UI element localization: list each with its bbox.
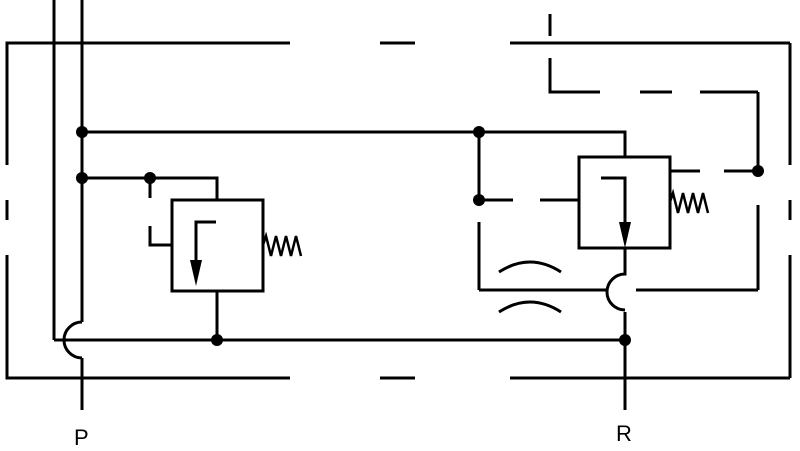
pressure-supply-line [52, 0, 62, 342]
relief-valve-spring-icon [261, 231, 303, 257]
junction-node [76, 172, 88, 184]
junction-node [619, 334, 631, 346]
return-line [62, 312, 627, 410]
pressure-main-line [62, 0, 84, 410]
reducing-valve [577, 155, 710, 312]
relief-valve-arrow-icon [190, 260, 202, 286]
port-label-p: P [74, 425, 89, 450]
reducing-valve-spring-icon [668, 188, 710, 214]
throttle-branch [477, 205, 760, 314]
junction-node [473, 194, 485, 206]
junction-nodes [76, 126, 764, 346]
port-label-r: R [616, 421, 632, 446]
throttle-orifice-icon [498, 260, 562, 314]
reducing-valve-arrow-icon [619, 222, 631, 248]
junction-node [211, 334, 223, 346]
junction-node [76, 126, 88, 138]
drain-line [548, 14, 760, 173]
enclosure-boundary [5, 41, 792, 380]
upper-pressure-line [82, 130, 627, 200]
junction-node [473, 126, 485, 138]
relief-valve [170, 198, 303, 340]
junction-node [144, 172, 156, 184]
junction-node [752, 165, 764, 177]
